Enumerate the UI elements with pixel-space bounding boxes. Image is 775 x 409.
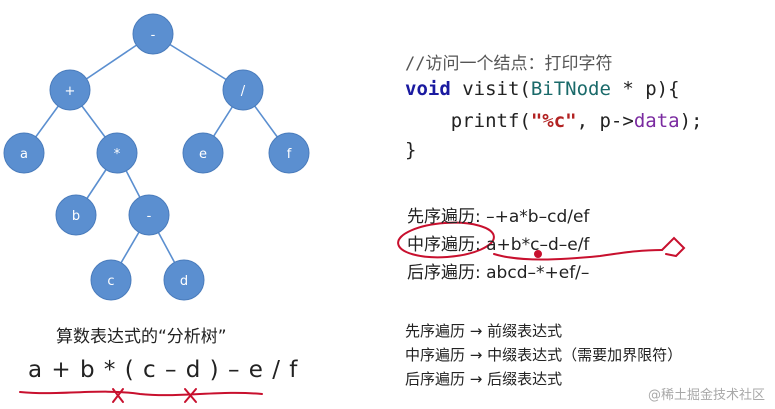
tree-node-plus-label: + [65,84,76,99]
tree-node-c-circle [90,259,132,301]
note-postorder-term: 后序遍历 [405,370,466,388]
traversal-postorder-value: abcd–*+ef/– [486,263,590,283]
tree-node-f-label: f [287,147,292,162]
annotation-flag [661,236,686,258]
tree-node-root-minus: - [132,13,174,55]
code-printf-a: printf( [405,110,531,132]
tree-node-root-minus-circle [132,13,174,55]
code-printf-c: ); [679,110,703,132]
note-inorder-term: 中序遍历 [405,346,466,364]
tree-node-d-circle [163,259,205,301]
tree-node-f: f [268,132,310,174]
note-preorder-term: 先序遍历 [405,322,466,340]
tree-node-d-label: d [180,274,188,289]
tree-node-divide-label: / [241,84,246,99]
watermark: @稀土掘金技术社区 [647,388,765,403]
code-line-printf: printf("%c", p->data); [405,110,703,132]
note-inorder: 中序遍历 → 中缀表达式（需要加界限符） [405,344,682,365]
tree-nodes: - + / a * e f b - c d [3,13,310,301]
arrow-icon: → [469,346,483,364]
tree-node-c: c [90,259,132,301]
traversal-preorder: 先序遍历: –+a*b–cd/ef [407,202,589,227]
tree-node-multiply-circle [96,132,138,174]
code-format-string: "%c" [530,110,577,132]
traversal-postorder: 后序遍历: abcd–*+ef/– [407,258,589,283]
annotation-underline-expression [19,390,263,397]
tree-node-e-circle [182,132,224,174]
note-postorder-desc: 后缀表达式 [487,370,563,388]
tree-node-e: e [182,132,224,174]
annotation-cross-left [112,388,124,403]
tree-node-plus-circle [49,69,91,111]
tree-node-c-label: c [107,274,114,289]
tree-node-f-circle [268,132,310,174]
code-signature-b: * p){ [610,78,680,100]
tree-node-d: d [163,259,205,301]
tree-node-root-minus-label: - [151,28,156,43]
annotation-dot [534,250,542,258]
traversal-preorder-label: 先序遍历: [407,207,481,227]
code-line-signature: void visit(BiTNode * p){ [405,78,680,100]
arrow-icon: → [469,322,483,340]
code-type-name: BiTNode [530,78,611,100]
tree-node-a-circle [3,132,45,174]
code-field-name: data [633,110,680,132]
code-printf-b: , p-> [576,110,634,132]
code-close-brace: } [405,139,417,161]
tree-node-e-label: e [199,147,207,162]
tree-node-b: b [55,194,97,236]
annotation-cross-right [184,388,197,403]
tree-node-a-label: a [20,147,28,162]
tree-node-a: a [3,132,45,174]
annotation-underline-inorder [493,249,663,261]
tree-node-b-label: b [72,209,80,224]
traversal-postorder-label: 后序遍历: [407,263,481,283]
note-preorder: 先序遍历 → 前缀表达式 [405,320,562,341]
note-postorder: 后序遍历 → 后缀表达式 [405,368,562,389]
tree-node-divide-circle [222,69,264,111]
code-void-keyword: void [405,78,451,100]
tree-node-minus-inner-label: - [147,209,152,224]
arrow-icon: → [469,370,483,388]
tree-node-multiply-label: * [114,147,121,162]
tree-node-plus: + [49,69,91,111]
red-annotations [19,221,686,403]
code-signature-a: visit( [450,78,531,100]
code-comment: //访问一个结点：打印字符 [405,54,613,74]
tree-node-minus-inner-circle [128,194,170,236]
traversal-inorder-value: a+b*c–d–e/f [486,235,590,255]
tree-node-minus-inner: - [128,194,170,236]
note-preorder-desc: 前缀表达式 [487,322,563,340]
expression-caption: 算数表达式的“分析树” [56,327,227,347]
annotation-circle-inorder [397,221,495,259]
traversal-inorder-label: 中序遍历: [407,235,481,255]
tree-node-divide: / [222,69,264,111]
traversal-inorder: 中序遍历: a+b*c–d–e/f [407,230,589,255]
expression-text: a + b * ( c – d ) – e / f [28,357,299,383]
traversal-preorder-value: –+a*b–cd/ef [486,207,590,227]
tree-node-b-circle [55,194,97,236]
note-inorder-desc: 中缀表达式（需要加界限符） [487,346,683,364]
tree-node-multiply: * [96,132,138,174]
